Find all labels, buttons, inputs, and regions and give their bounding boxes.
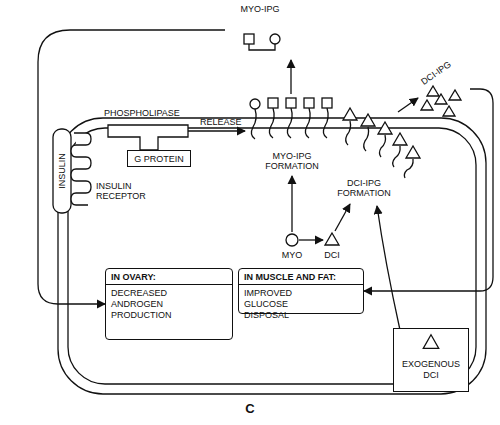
molecule-cluster: MYO-IPG	[225, 4, 295, 56]
myo-symbol	[286, 234, 298, 246]
receptor-symbol: INSULININSULIN RECEPTOR	[52, 125, 94, 217]
effect-box: IN MUSCLE AND FAT:IMPROVED GLUCOSE DISPO…	[238, 268, 364, 314]
process-label: DCI-IPG FORMATION	[336, 178, 392, 198]
protein-label: G PROTEIN	[134, 154, 184, 164]
cluster-label: MYO-IPG	[225, 4, 295, 14]
box-body: DECREASED ANDROGEN PRODUCTION	[106, 285, 196, 324]
cell-membrane-outer	[58, 118, 486, 394]
cluster-label: DCI-IPG	[419, 59, 453, 87]
ligand-label: INSULIN	[57, 153, 67, 189]
molecule-label: MYO	[277, 250, 307, 260]
effect-box: IN OVARY:DECREASED ANDROGEN PRODUCTION	[105, 268, 233, 340]
dci-ipg-anchors	[343, 108, 420, 178]
dci-symbol	[325, 233, 339, 245]
enzyme-label: PHOSPHOLIPASE	[104, 108, 180, 118]
myo-ipg-release-arrow	[290, 60, 291, 94]
box-body: IMPROVED GLUCOSE DISPOSAL	[239, 285, 339, 324]
box-heading: IN OVARY:	[106, 269, 232, 285]
enzyme-shape: PHOSPHOLIPASE	[100, 108, 200, 150]
molecule-cluster: DCI-IPG	[405, 58, 470, 120]
input-label: EXOGENOUS DCI	[394, 359, 468, 381]
conversion-arrow	[299, 239, 323, 240]
protein-box: G PROTEIN	[127, 150, 191, 167]
dci-formation-arrow	[335, 204, 350, 231]
arrow-label: RELEASE	[200, 117, 242, 127]
box-heading: IN MUSCLE AND FAT:	[239, 269, 363, 285]
connector-arrow	[38, 30, 225, 304]
myo-formation-arrow	[291, 176, 292, 232]
figure-caption: C	[230, 402, 270, 416]
exogenous-dci-arrow	[377, 206, 400, 330]
molecule-label: DCI	[319, 250, 345, 260]
input-box: EXOGENOUS DCI	[393, 328, 469, 392]
process-label: MYO-IPG FORMATION	[256, 151, 328, 171]
myo-ipg-anchors	[250, 98, 332, 139]
release-arrow	[188, 130, 245, 131]
receptor-label: INSULIN RECEPTOR	[96, 181, 150, 201]
dci-ipg-release-arrow	[398, 98, 418, 112]
